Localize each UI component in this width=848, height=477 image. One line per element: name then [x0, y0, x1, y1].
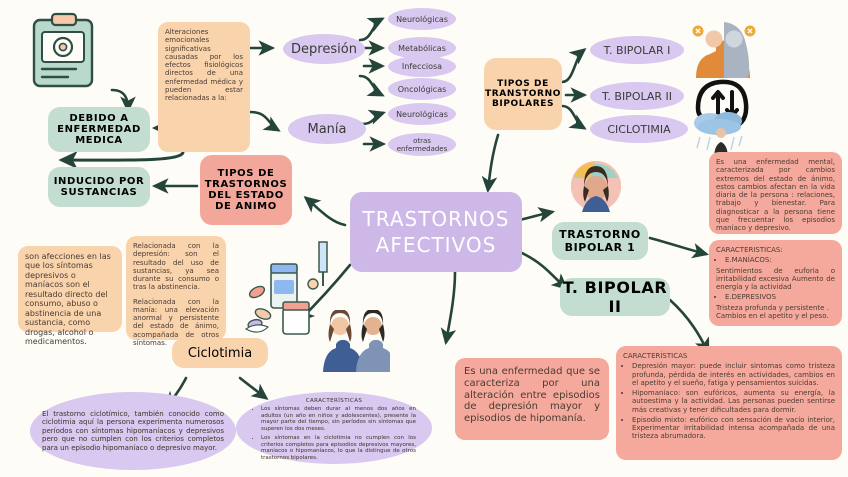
subtype-oncologicas[interactable]: Oncológicas: [388, 78, 456, 100]
substance-induced-description-text: son afecciones en las que los síntomas d…: [25, 252, 111, 346]
cyclothymia-description-text: El trastorno ciclotímico, también conoci…: [42, 410, 224, 452]
node-t-bipolar-ii[interactable]: T. BIPOLAR II: [590, 82, 684, 110]
node-tipos-transtorno-bipolares-label: TIPOS DE TRANSTORNO BIPOLARES: [485, 79, 561, 109]
characteristic-bullet: E.MANÍACOS:: [725, 256, 772, 265]
node-mania[interactable]: Manía: [288, 114, 366, 144]
node-debido-enfermedad-medica[interactable]: DEBIDO A ENFERMEDAD MEDICA: [48, 107, 150, 152]
node-ciclotimia-pill[interactable]: CICLOTIMIA: [590, 115, 688, 143]
node-ciclotimia-main-label: Ciclotimia: [187, 345, 253, 361]
subtype-neurologicas-mania[interactable]: Neurológicas: [388, 103, 456, 125]
subtype-label: otras enfermedades: [396, 136, 448, 153]
substance-induced-details: Relacionada con la depresión: son el res…: [126, 236, 226, 347]
node-inducido-por-sustancias-label: INDUCIDO POR SUSTANCIAS: [53, 176, 145, 198]
subtype-label: Neurológicas: [396, 109, 448, 119]
characteristic-item: Depresión mayor: puede incluir sintomas …: [632, 362, 835, 387]
characteristic-item: Episodio mixto: eufórico con sensación d…: [632, 416, 835, 441]
characteristic-item: Los síntomas deben durar al menos dos añ…: [261, 406, 416, 433]
bipolar-one-description: Es una enfermedad mental, caracterizada …: [709, 152, 842, 234]
subtype-label: Oncológicas: [397, 84, 447, 94]
characteristic-bullet: E.DEPRESIVOS: [725, 293, 777, 302]
substance-detail-mania: Relacionada con la manía: una elevación …: [133, 297, 219, 347]
node-depresion[interactable]: Depresión: [283, 34, 365, 64]
substance-detail-depression: Relacionada con la depresión: son el res…: [133, 242, 219, 292]
cyclothymia-characteristics-list: Los síntomas deben durar al menos dos añ…: [252, 406, 416, 462]
central-node[interactable]: TRASTORNOS AFECTIVOS: [350, 192, 522, 272]
node-t-bipolar-ii-label: T. BIPOLAR II: [601, 89, 673, 103]
bipolar-two-description-text: Es una enfermedad que se caracteriza por…: [464, 366, 600, 425]
node-tipos-transtorno-bipolares[interactable]: TIPOS DE TRANSTORNO BIPOLARES: [484, 58, 562, 130]
bipolar-one-characteristics-list: E.MANÍACOS:: [716, 256, 835, 264]
subtype-otras-enfermedades[interactable]: otras enfermedades: [388, 133, 456, 156]
bipolar-two-characteristics-title: CARACTERÍSTICAS: [623, 352, 688, 360]
node-depresion-label: Depresión: [291, 41, 357, 57]
node-t-bipolar-i[interactable]: T. BIPOLAR I: [590, 36, 684, 64]
node-trastorno-bipolar-1[interactable]: TRASTORNO BIPOLAR 1: [552, 222, 648, 260]
characteristic-text: Tristeza profunda y persistente . Cambio…: [716, 303, 829, 320]
bipolar-one-characteristics-list-2: E.DEPRESIVOS: [716, 293, 835, 301]
clipboard-icon: [28, 12, 100, 94]
substance-induced-description: son afecciones en las que los síntomas d…: [18, 246, 122, 346]
node-tipos-trastornos-estado-animo-label: TIPOS DE TRASTORNOS DEL ESTADO DE ANIMO: [204, 168, 288, 212]
bipolar-two-characteristics-list: Depresión mayor: puede incluir sintomas …: [623, 362, 835, 440]
subtype-metabolicas[interactable]: Metabólicas: [388, 37, 456, 59]
bipolar-one-characteristics-title: CARACTERISTICAS:: [716, 246, 783, 254]
bipolar-one-characteristics: CARACTERISTICAS: E.MANÍACOS: Sentimiento…: [709, 240, 842, 326]
subtype-label: Infecciosa: [401, 62, 443, 71]
node-debido-enfermedad-medica-label: DEBIDO A ENFERMEDAD MEDICA: [57, 113, 141, 146]
woman-avatar-icon: [570, 160, 622, 216]
node-tipos-trastornos-estado-animo[interactable]: TIPOS DE TRASTORNOS DEL ESTADO DE ANIMO: [200, 155, 292, 225]
bipolar-two-characteristics: CARACTERÍSTICAS Depresión mayor: puede i…: [616, 346, 842, 460]
subtype-infecciosa[interactable]: Infecciosa: [388, 56, 456, 77]
node-mania-label: Manía: [307, 121, 347, 137]
cyclothymia-description: El trastorno ciclotímico, también conoci…: [30, 392, 236, 470]
two-women-icon: [320, 309, 396, 376]
medical-illness-description: Alteraciones emocionales significativas …: [158, 22, 250, 152]
pills-medication-icon: [243, 230, 333, 344]
subtype-label: Neurológicas: [396, 14, 448, 24]
central-node-label: TRASTORNOS AFECTIVOS: [362, 207, 510, 257]
bipolar-one-description-text: Es una enfermedad mental, caracterizada …: [716, 158, 835, 232]
node-inducido-por-sustancias[interactable]: INDUCIDO POR SUSTANCIAS: [48, 167, 150, 207]
node-t-bipolar-ii-main-label: T. BIPOLAR II: [562, 278, 668, 316]
node-ciclotimia-pill-label: CICLOTIMIA: [607, 122, 671, 136]
characteristic-item: E.DEPRESIVOS: [725, 293, 835, 301]
characteristic-item: Los síntomas en la ciclotimia no cumplen…: [261, 435, 416, 462]
bipolar-two-description: Es una enfermedad que se caracteriza por…: [455, 358, 609, 440]
node-t-bipolar-i-label: T. BIPOLAR I: [603, 43, 671, 57]
cyclothymia-characteristics: CARACTERÍSTICAS Los síntomas deben durar…: [236, 392, 432, 464]
medical-illness-description-text: Alteraciones emocionales significativas …: [165, 28, 243, 102]
subtype-neurologicas-depresion[interactable]: Neurológicas: [388, 8, 456, 30]
node-t-bipolar-ii-main[interactable]: T. BIPOLAR II: [560, 278, 670, 316]
node-trastorno-bipolar-1-label: TRASTORNO BIPOLAR 1: [559, 228, 641, 254]
two-people-mood-icon: [690, 22, 758, 84]
characteristic-text: Sentimientos de euforia o irritabilidad …: [716, 266, 835, 292]
node-ciclotimia-main[interactable]: Ciclotimia: [172, 338, 268, 368]
characteristic-item: Hipomaniaco: son eufóricos, aumenta su e…: [632, 389, 835, 414]
subtype-label: Metabólicas: [398, 43, 446, 53]
cyclothymia-characteristics-title: CARACTERÍSTICAS: [305, 398, 363, 404]
characteristic-item: E.MANÍACOS:: [725, 256, 835, 264]
